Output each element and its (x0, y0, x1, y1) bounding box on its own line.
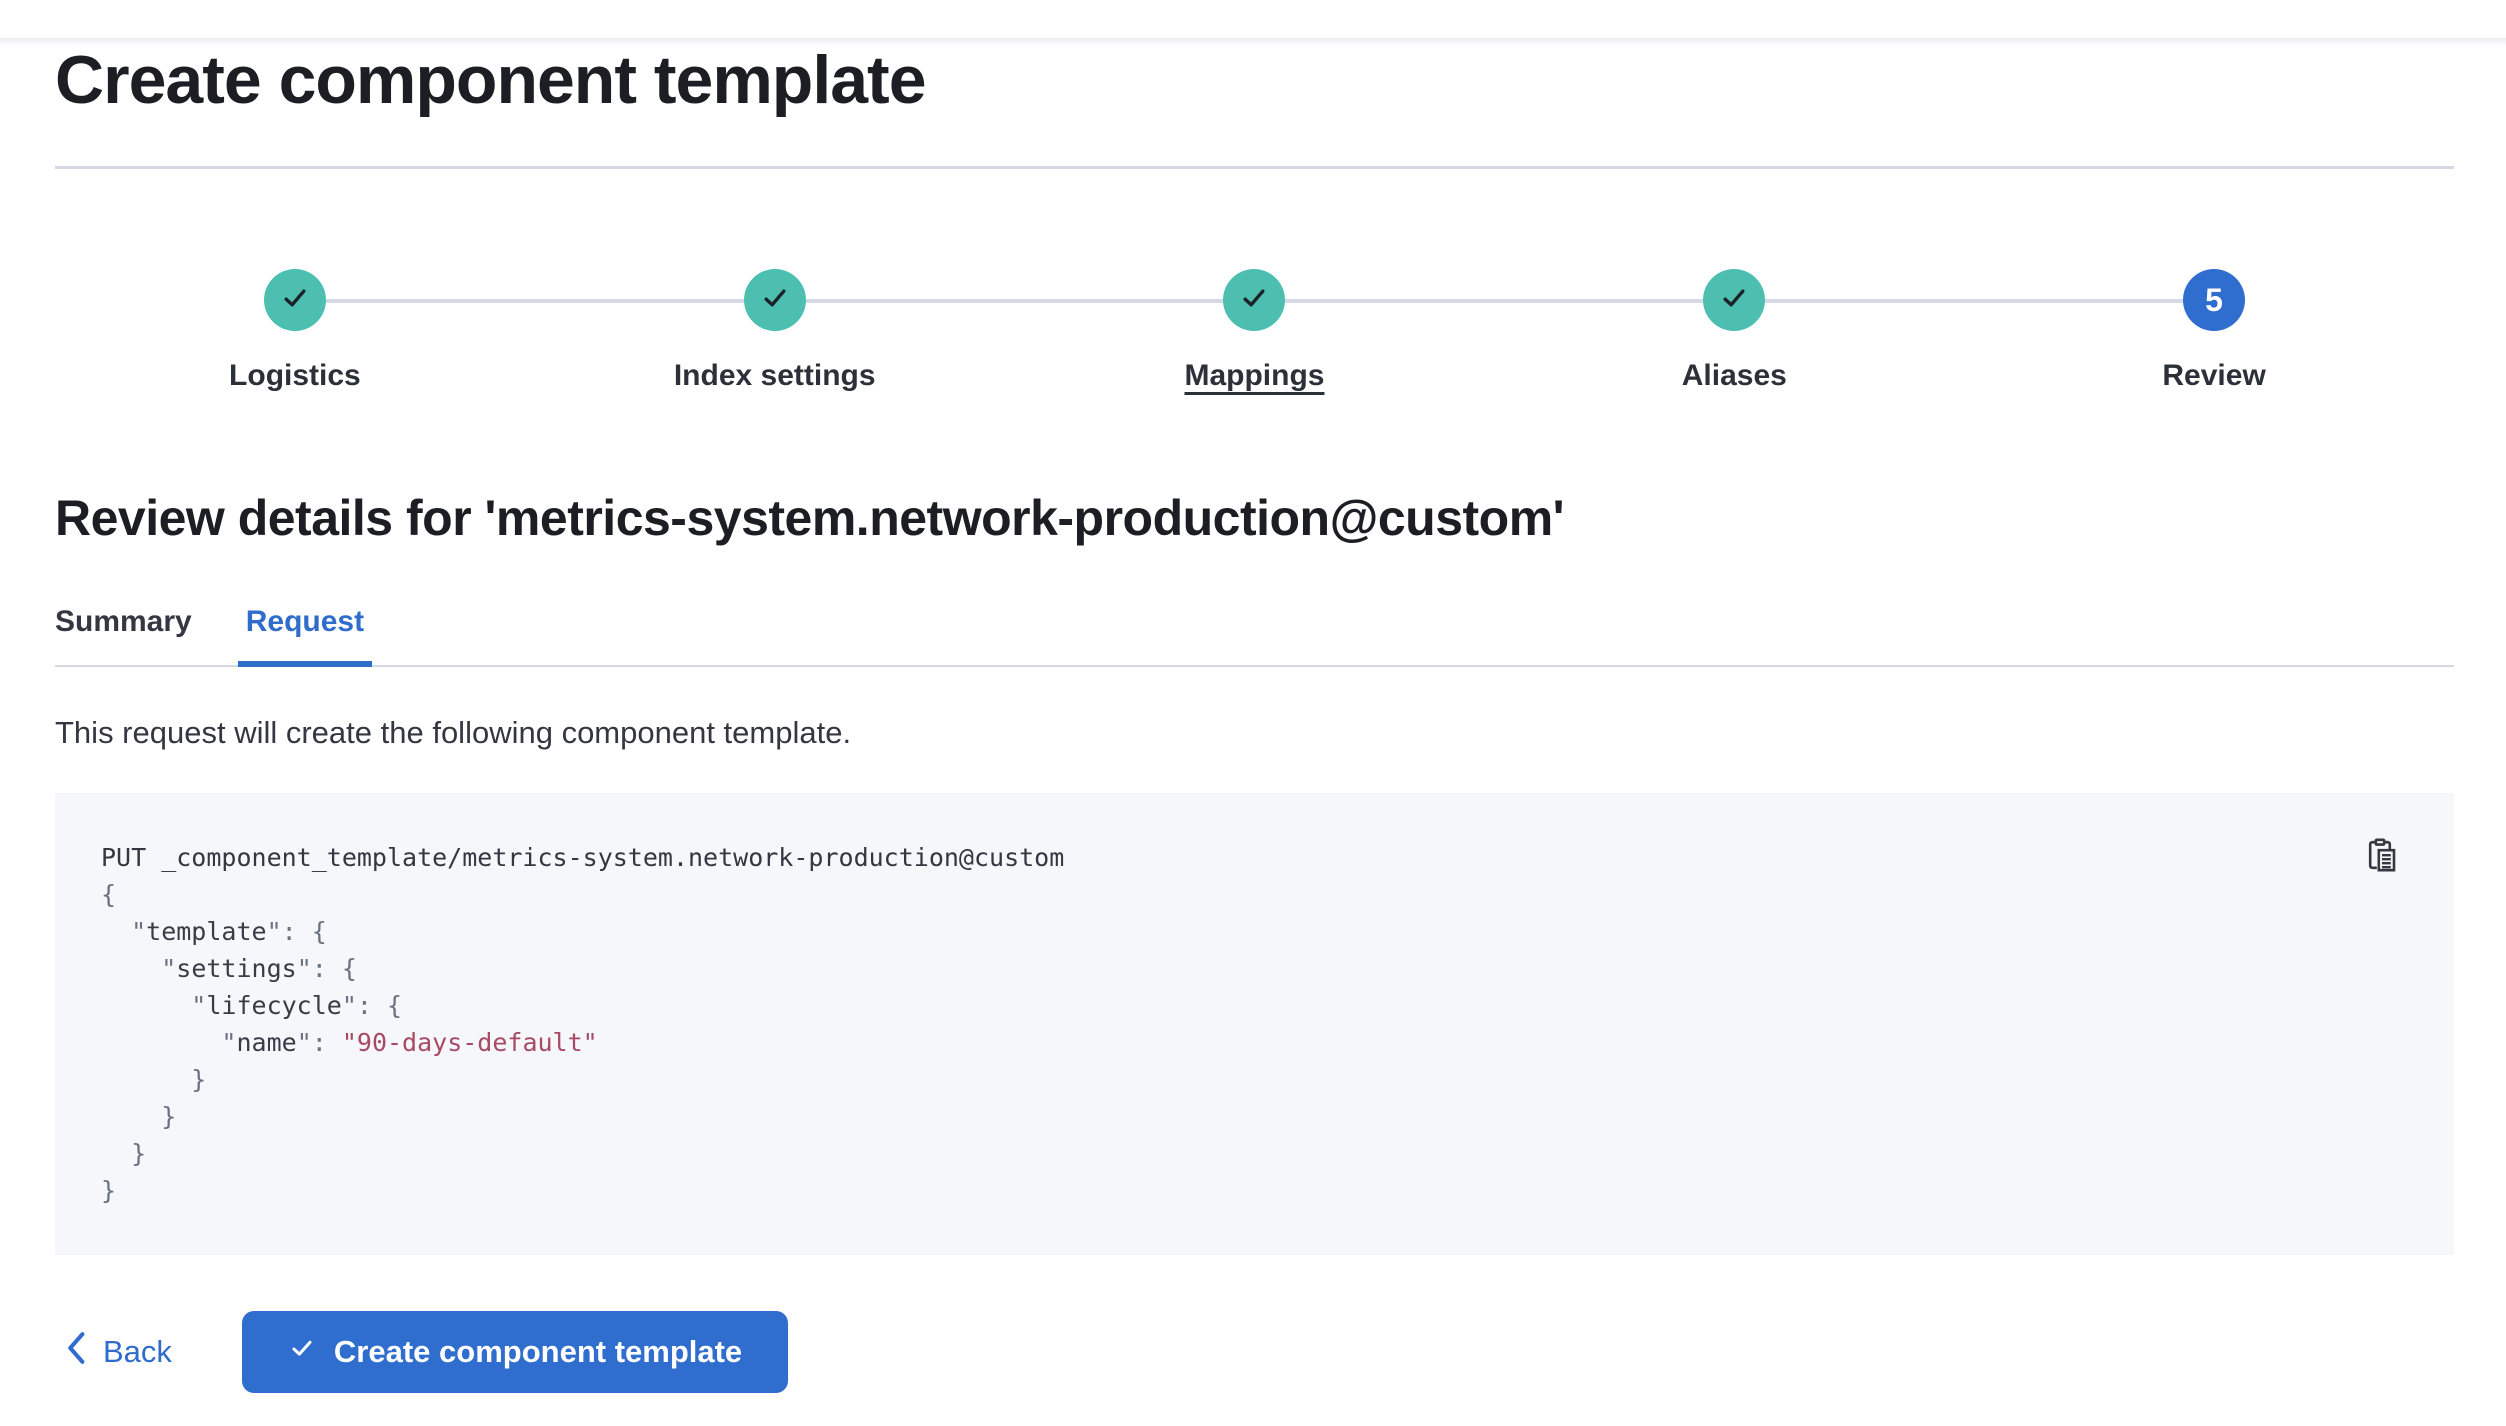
step-mappings-label: Mappings (1184, 359, 1325, 392)
step-index-settings[interactable]: Index settings (534, 269, 1015, 395)
step-aliases-circle (1703, 269, 1766, 331)
step-index-settings-circle (743, 269, 806, 331)
create-button-label: Create component template (333, 1334, 743, 1369)
tab-request[interactable]: Request (237, 603, 373, 667)
step-review-label: Review (2162, 359, 2266, 392)
back-button-label: Back (103, 1334, 172, 1369)
code-content: PUT _component_template/metrics-system.n… (101, 839, 2334, 1209)
step-aliases[interactable]: Aliases (1494, 269, 1974, 395)
code-line: "template": { (101, 917, 327, 946)
request-code-block: PUT _component_template/metrics-system.n… (55, 793, 2454, 1255)
step-logistics-circle (263, 269, 326, 331)
check-icon (288, 1334, 316, 1370)
create-component-template-page: Create component template Logistics Inde… (0, 38, 2506, 1426)
review-tabs: Summary Request (55, 603, 2454, 667)
code-line: { (101, 880, 117, 909)
step-index-settings-label: Index settings (673, 359, 876, 392)
back-button[interactable]: Back (55, 1331, 182, 1373)
step-review[interactable]: 5 Review (1974, 269, 2454, 395)
code-line: } (101, 1176, 117, 1205)
check-icon (1718, 282, 1750, 319)
code-line: PUT _component_template/metrics-system.n… (101, 843, 1065, 872)
copy-to-clipboard-button[interactable] (2362, 837, 2402, 877)
create-component-template-button[interactable]: Create component template (241, 1311, 789, 1393)
step-review-number: 5 (2205, 281, 2223, 318)
check-icon (759, 282, 791, 319)
code-line: } (101, 1065, 207, 1094)
check-icon (1238, 282, 1270, 319)
code-line: "lifecycle": { (101, 991, 403, 1020)
step-logistics-label: Logistics (229, 359, 361, 392)
check-icon (279, 282, 311, 319)
tab-summary[interactable]: Summary (55, 605, 192, 638)
step-progress-indicator: Logistics Index settings Mappings (55, 269, 2454, 395)
chevron-left-icon (65, 1331, 87, 1373)
wizard-footer: Back Create component template (55, 1311, 2454, 1393)
step-review-circle: 5 (2183, 269, 2246, 331)
code-line: "settings": { (101, 954, 357, 983)
code-line: "name": "90-days-default" (101, 1028, 598, 1057)
title-divider (55, 166, 2454, 169)
step-mappings-circle (1223, 269, 1286, 331)
code-line: } (101, 1139, 147, 1168)
review-details-heading: Review details for 'metrics-system.netwo… (55, 490, 1565, 546)
copy-clipboard-icon (2364, 837, 2400, 878)
request-description: This request will create the following c… (55, 715, 852, 750)
step-aliases-label: Aliases (1681, 359, 1787, 392)
code-line: } (101, 1102, 177, 1131)
step-mappings[interactable]: Mappings (1014, 269, 1495, 395)
step-logistics[interactable]: Logistics (55, 269, 535, 395)
page-title: Create component template (55, 42, 927, 118)
